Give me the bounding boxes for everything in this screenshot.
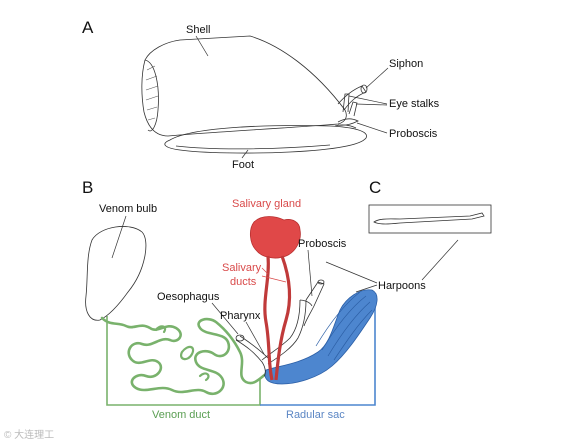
leader-venom-bulb	[111, 215, 127, 259]
leader-salivary-ducts-2	[261, 275, 287, 283]
watermark: © 大连理工	[4, 428, 54, 441]
label-salivary-ducts-line1: Salivary	[222, 262, 262, 274]
venom-duct	[100, 316, 268, 396]
leader-oesophagus	[211, 302, 239, 335]
leader-proboscis-a	[356, 122, 388, 134]
shell-spire	[144, 59, 159, 132]
salivary-duct-1	[263, 255, 274, 381]
leader-proboscis-b	[307, 249, 313, 297]
label-foot: Foot	[232, 159, 254, 171]
panel-b: B Venom bulb Salivary gland Salivary duc…	[82, 178, 459, 421]
label-radular-sac: Radular sac	[286, 409, 345, 421]
label-proboscis-b: Proboscis	[298, 238, 347, 250]
venom-bulb	[85, 226, 147, 321]
label-eye-stalks: Eye stalks	[389, 98, 440, 110]
siphon-tip	[360, 84, 368, 94]
panel-c-letter: C	[369, 178, 381, 197]
venom-duct-loops	[154, 325, 210, 382]
panel-a: A Shell Siphon Eye stalks Proboscis Foot	[82, 18, 440, 171]
label-siphon: Siphon	[389, 58, 423, 70]
leader-salivary-ducts-1	[261, 267, 269, 275]
label-salivary-ducts-line2: ducts	[230, 276, 257, 288]
salivary-gland	[250, 216, 301, 259]
panel-c: C	[368, 178, 492, 234]
salivary-duct-2	[274, 255, 292, 381]
label-oesophagus: Oesophagus	[157, 291, 220, 303]
leader-shell	[195, 35, 209, 57]
venom-duct-bracket	[106, 316, 261, 406]
radular-sac-harpoon-lines	[315, 291, 373, 361]
leader-eye-stalks-1	[348, 95, 388, 105]
leader-harpoons-2	[355, 284, 378, 293]
label-pharynx: Pharynx	[220, 310, 261, 322]
harpoon	[373, 212, 485, 225]
label-venom-bulb: Venom bulb	[99, 203, 157, 215]
radular-sac-bracket	[260, 296, 376, 406]
leader-pharynx	[245, 321, 265, 355]
label-venom-duct: Venom duct	[152, 409, 210, 421]
snail-foot-edge	[175, 144, 331, 150]
proboscis-b	[299, 281, 325, 327]
oesophagus	[235, 335, 269, 377]
leader-siphon	[365, 67, 389, 89]
panel-b-letter: B	[82, 178, 93, 197]
label-shell: Shell	[186, 24, 210, 36]
proboscis-tip	[337, 118, 359, 126]
snail-shell	[141, 35, 347, 137]
label-salivary-gland: Salivary gland	[232, 198, 301, 210]
oesophagus-opening	[235, 334, 245, 342]
proboscis-base	[334, 124, 357, 129]
snail-foot	[164, 125, 367, 154]
radular-sac	[264, 289, 378, 385]
leader-harpoons-3	[421, 239, 459, 281]
eye-stalk-right	[348, 101, 358, 117]
leader-foot	[241, 149, 249, 159]
label-harpoons: Harpoons	[378, 280, 426, 292]
leader-harpoons-1	[325, 261, 378, 284]
panel-a-letter: A	[82, 18, 94, 37]
label-proboscis-a: Proboscis	[389, 128, 438, 140]
leader-eye-stalks-2	[355, 103, 388, 106]
eye-stalk-left	[342, 93, 350, 113]
proboscis-b-tip	[317, 279, 325, 285]
shell-spire-hatching	[145, 65, 159, 121]
